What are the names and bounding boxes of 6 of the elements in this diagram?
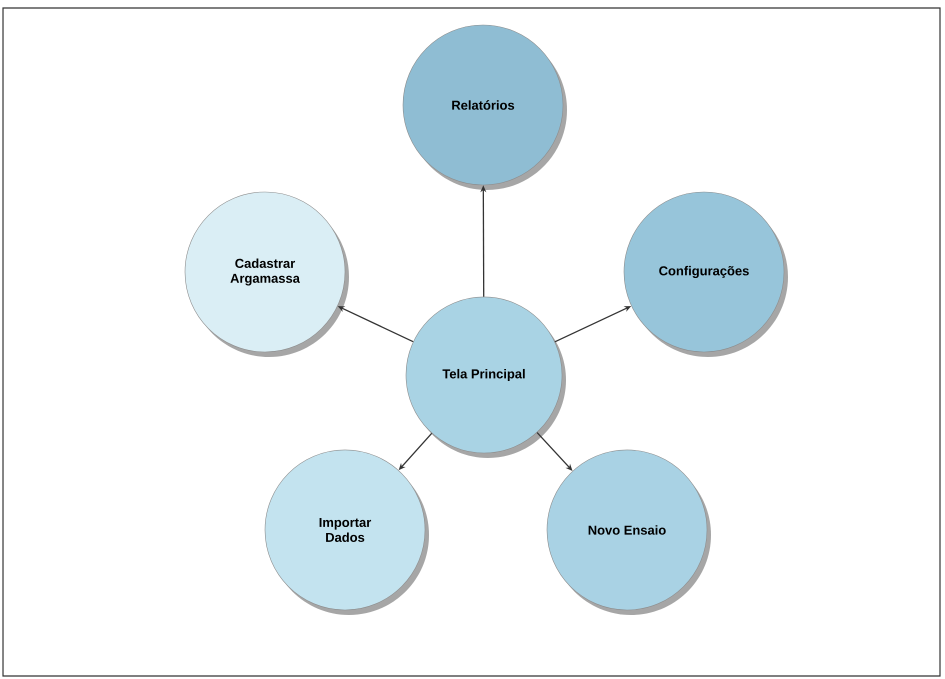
circle-node: Configurações xyxy=(624,192,788,357)
circle-node: Importar Dados xyxy=(264,450,429,615)
circle-node: Cadastrar Argamassa xyxy=(184,192,349,357)
circle-node: Relatórios xyxy=(402,24,567,190)
circle-node: Tela Principal xyxy=(406,296,566,458)
circle-node: Novo Ensaio xyxy=(546,450,711,615)
